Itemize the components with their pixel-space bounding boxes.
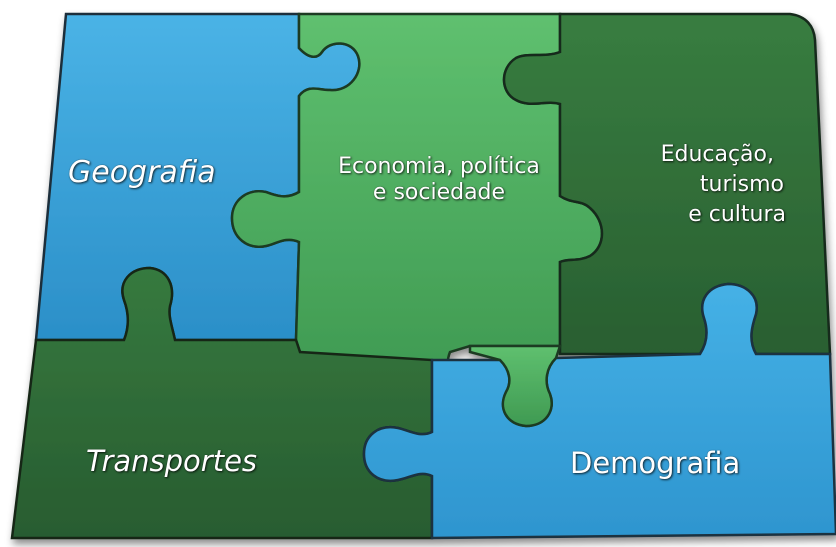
label-economia-line-1: Economia, política (338, 154, 540, 179)
label-geografia: Geografia (68, 155, 216, 190)
label-geografia-line: Geografia (68, 155, 216, 190)
label-transportes-line: Transportes (86, 444, 258, 478)
label-educacao-line-1: Educação, (660, 142, 774, 167)
piece-economia-tab (468, 344, 562, 428)
label-educacao: Educação, turismo e cultura (616, 140, 786, 230)
label-demografia-line: Demografia (570, 446, 741, 480)
label-transportes: Transportes (86, 444, 257, 478)
label-educacao-line-3: e cultura (688, 201, 786, 227)
label-economia: Economia, política e sociedade (314, 154, 564, 206)
label-educacao-line-2: turismo (699, 171, 784, 197)
label-economia-line-2: e sociedade (372, 179, 506, 205)
label-demografia: Demografia (570, 446, 740, 480)
